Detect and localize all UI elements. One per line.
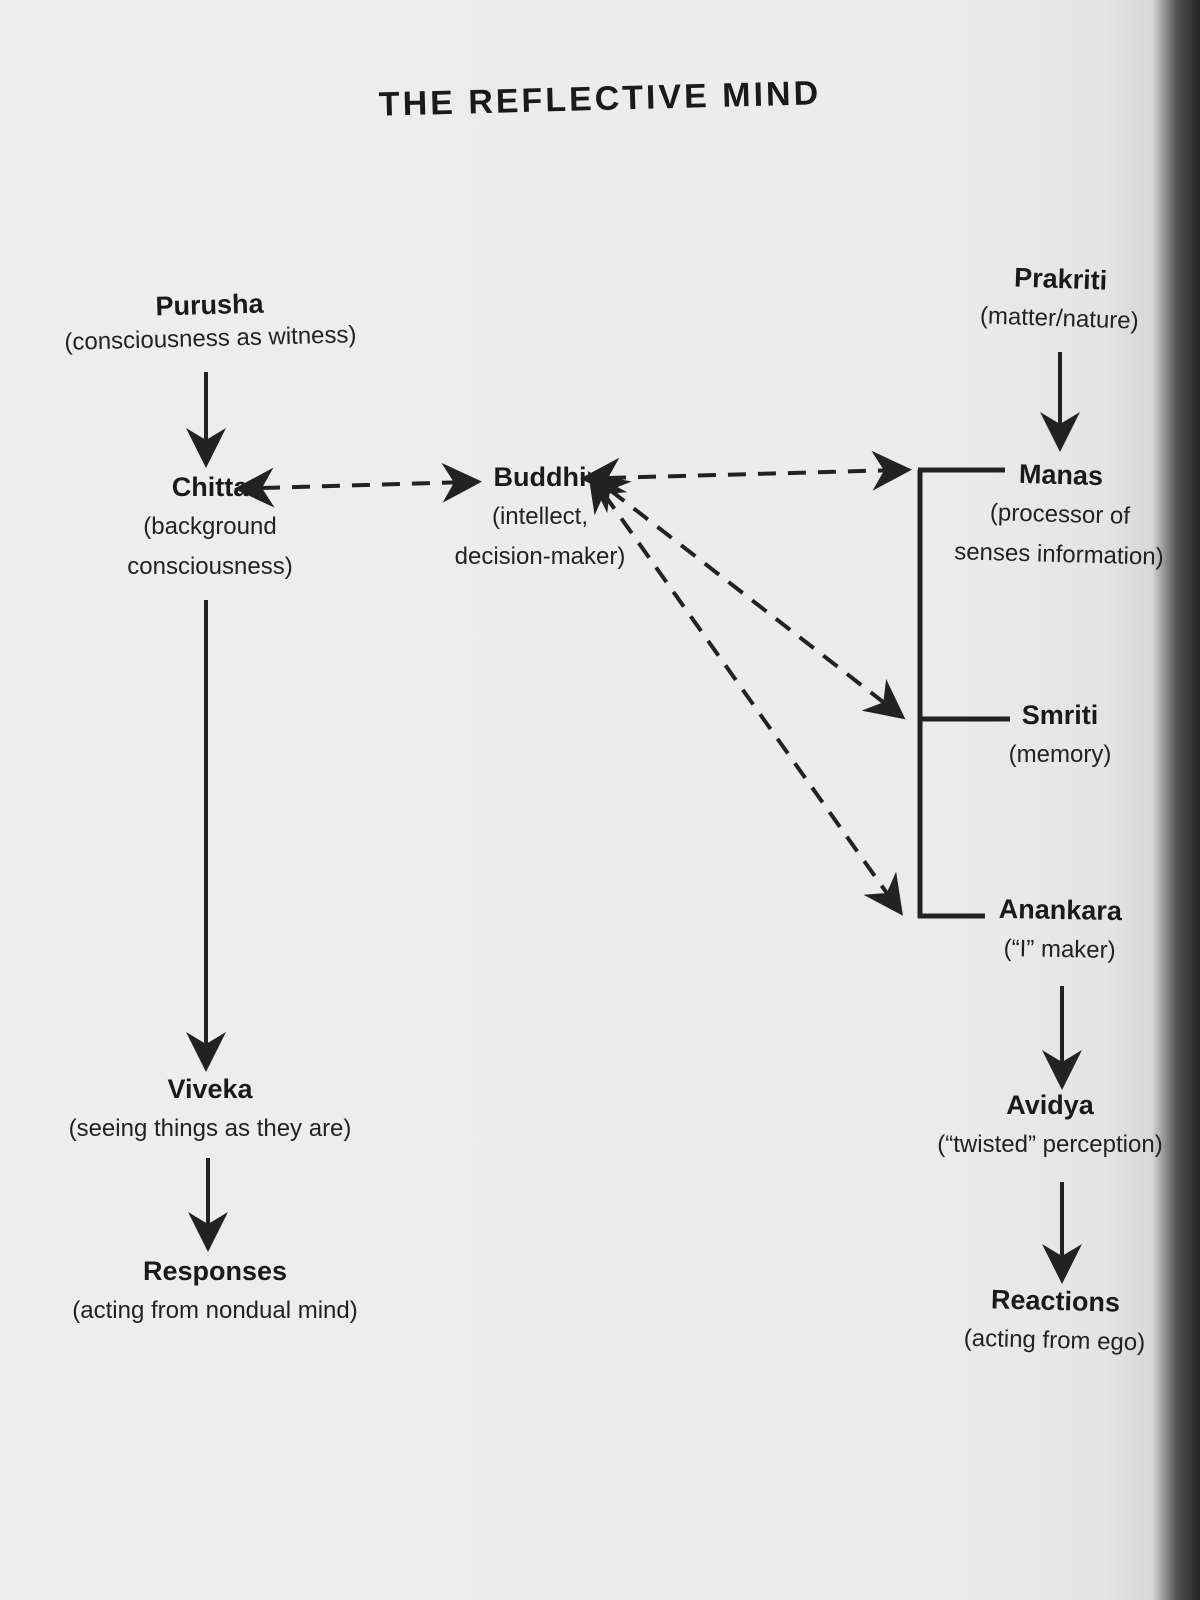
node-smriti-desc: (memory) (1008, 741, 1112, 768)
node-viveka-name: Viveka (167, 1074, 253, 1104)
node-smriti-name: Smriti (1021, 700, 1099, 730)
arrow-buddhi-manas (580, 450, 912, 498)
node-avidya-desc: (“twisted” perception) (937, 1131, 1163, 1158)
node-chitta-desc-line2: consciousness) (127, 553, 293, 580)
node-responses-desc: (acting from nondual mind) (72, 1297, 358, 1324)
node-responses: Responses (acting from nondual mind) (50, 1254, 380, 1328)
node-buddhi-name: Buddhi (493, 462, 587, 492)
node-viveka: Viveka (seeing things as they are) (50, 1072, 370, 1146)
node-avidya: Avidya (“twisted” perception) (910, 1088, 1190, 1162)
arrow-buddhi-smriti (587, 472, 906, 720)
node-chitta-desc-line1: (background (143, 513, 277, 540)
node-buddhi-desc-line1: (intellect, (491, 503, 589, 530)
node-avidya-name: Avidya (1006, 1090, 1094, 1120)
node-smriti: Smriti (memory) (960, 698, 1160, 772)
arrow-buddhi-anankara (587, 471, 903, 916)
arrow-chitta-buddhi (234, 462, 482, 508)
node-viveka-desc: (seeing things as they are) (68, 1115, 352, 1142)
node-responses-name: Responses (142, 1256, 288, 1286)
